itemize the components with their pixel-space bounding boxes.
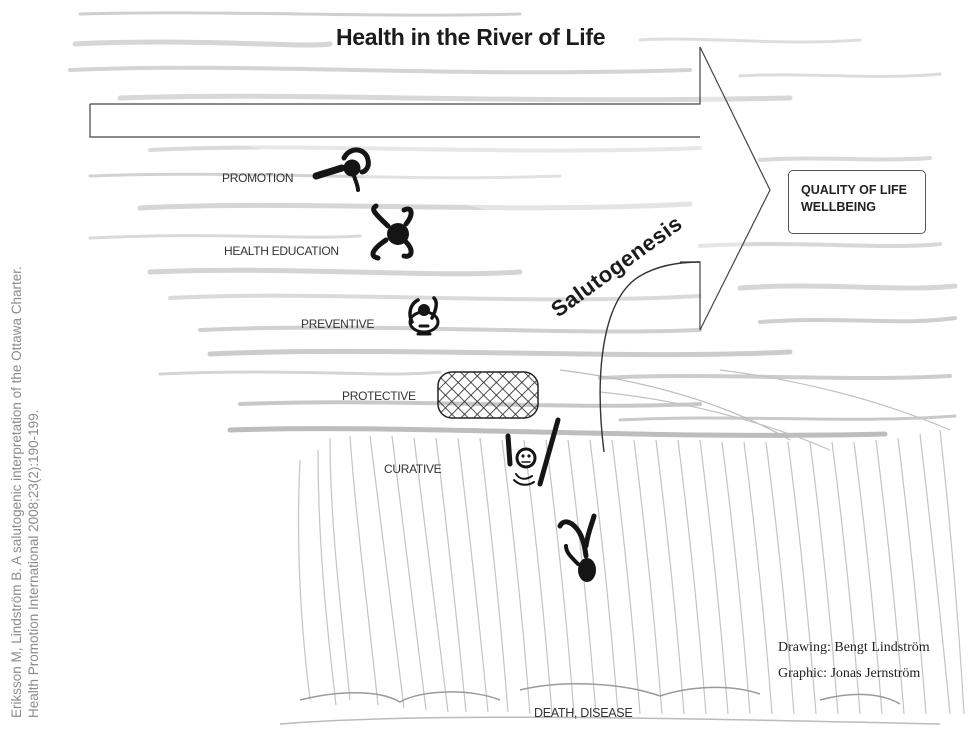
label-death-disease: DEATH, DISEASE	[534, 706, 632, 720]
outcome-line-1: QUALITY OF LIFE	[801, 182, 925, 199]
outcome-line-2: WELLBEING	[801, 199, 925, 216]
credit-graphic: Graphic: Jonas Jernström	[778, 666, 920, 682]
credit-drawing: Drawing: Bengt Lindström	[778, 640, 930, 656]
salutogenesis-label: Salutogenesis	[546, 210, 687, 322]
quality-of-life-box: QUALITY OF LIFE WELLBEING	[788, 170, 926, 234]
